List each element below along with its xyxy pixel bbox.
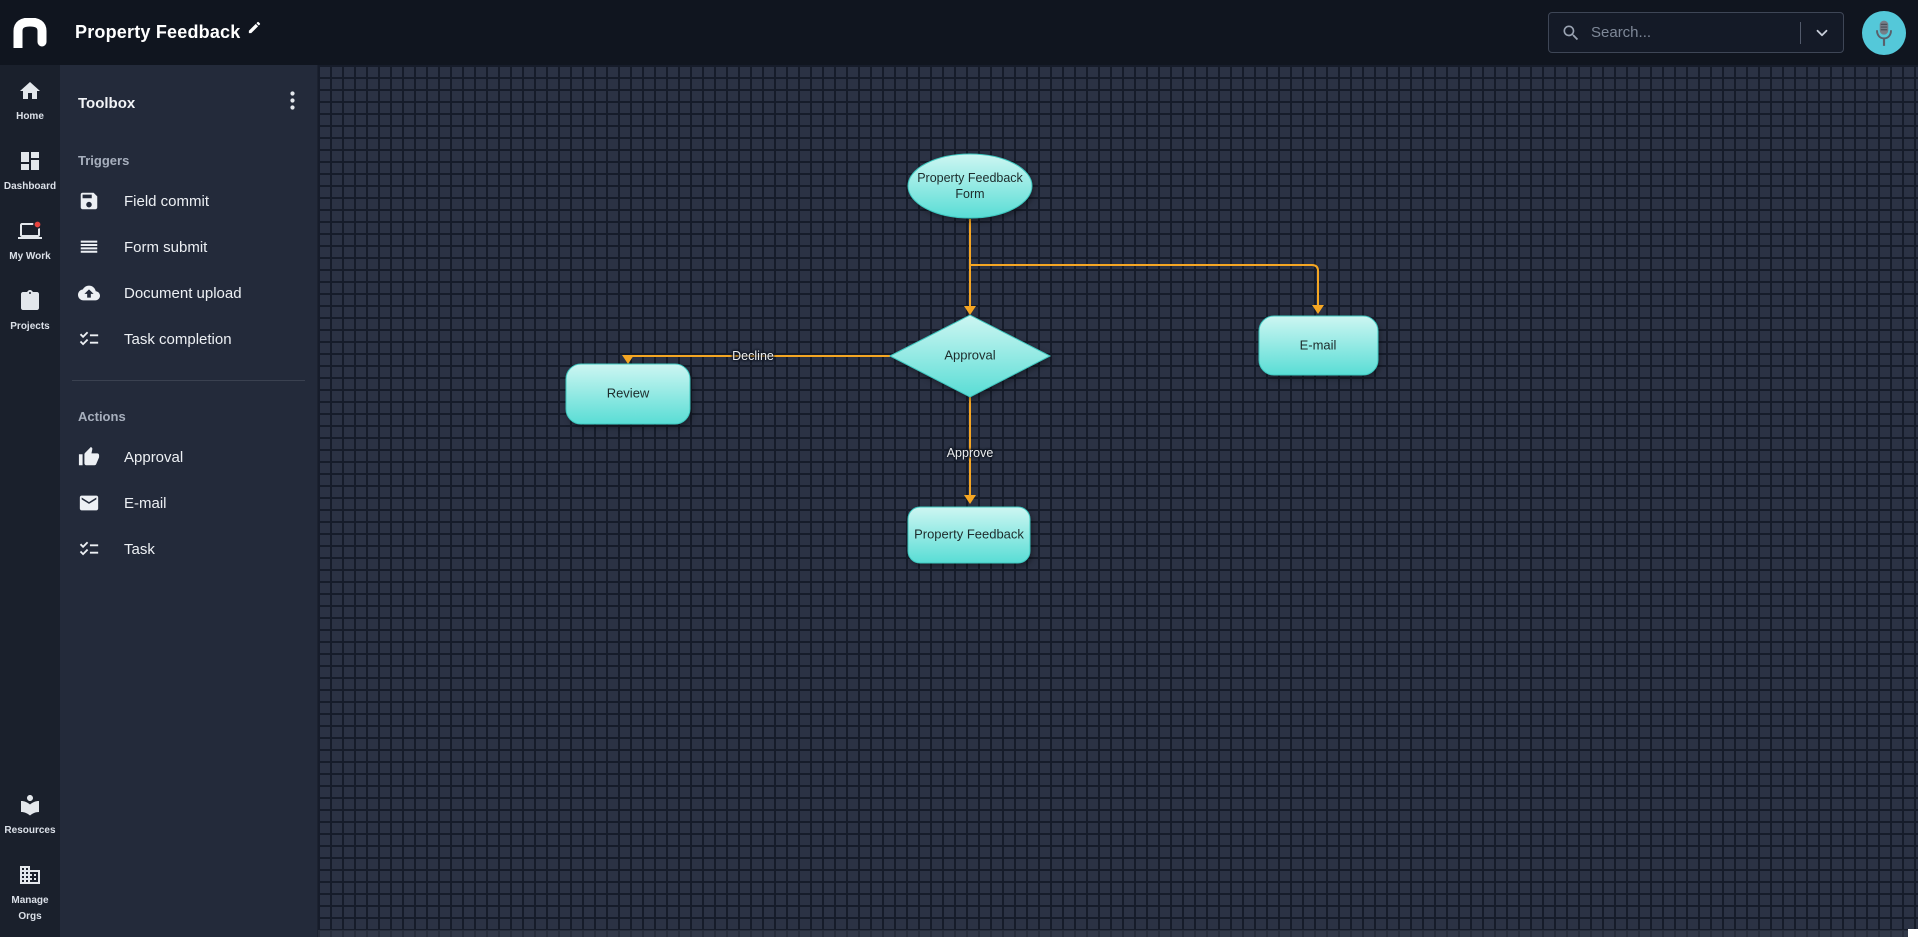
toolbox-section-triggers: Triggers xyxy=(78,153,130,168)
node-email-shape[interactable] xyxy=(1258,315,1379,376)
search-options-button[interactable] xyxy=(1811,22,1833,44)
tool-item-label: Task xyxy=(124,540,155,558)
toolbox-title: Toolbox xyxy=(78,94,136,112)
rail-item-resources[interactable]: Resources xyxy=(0,793,60,839)
topbar: Property Feedback xyxy=(0,0,1918,65)
rail-item-label: Projects xyxy=(10,321,50,332)
building-icon xyxy=(20,866,40,884)
arrowhead-into-review xyxy=(622,355,634,364)
laptop-icon xyxy=(18,220,42,239)
clipboard-icon xyxy=(21,290,39,310)
logo-arch-icon xyxy=(13,17,47,48)
cloud-upload-icon xyxy=(78,285,100,301)
tool-item-label: E-mail xyxy=(124,494,167,512)
page-title: Property Feedback xyxy=(75,22,241,42)
search-icon xyxy=(1563,25,1579,40)
title-wrap: Property Feedback xyxy=(75,20,262,43)
rail-item-label: Manage Orgs xyxy=(11,895,49,922)
arrowhead-into-property-feedback xyxy=(964,495,976,504)
left-rail: Home Dashboard My Work Projects Resource… xyxy=(0,65,60,937)
node-start-shape[interactable] xyxy=(907,153,1033,219)
rail-item-manage-orgs[interactable]: Manage Orgs xyxy=(0,863,60,925)
edge-start-to-email[interactable] xyxy=(970,264,1319,305)
toolbox-panel: Toolbox Triggers Field commit Form submi… xyxy=(60,65,318,937)
envelope-icon xyxy=(79,495,99,511)
edit-title-pencil-icon[interactable] xyxy=(247,20,262,40)
save-icon xyxy=(80,192,98,210)
rail-item-label: Home xyxy=(16,111,44,122)
tool-item-task-completion[interactable]: Task completion xyxy=(60,316,317,362)
toolbox-divider xyxy=(72,380,305,381)
rail-item-projects[interactable]: Projects xyxy=(0,289,60,335)
tool-item-email[interactable]: E-mail xyxy=(60,480,317,526)
edge-label-approve: Approve xyxy=(946,446,994,460)
rail-item-my-work[interactable]: My Work xyxy=(0,219,60,265)
tool-item-label: Document upload xyxy=(124,284,242,302)
tool-item-label: Task completion xyxy=(124,330,232,348)
search-divider xyxy=(1800,21,1801,44)
avatar[interactable] xyxy=(1862,10,1906,55)
topbar-right xyxy=(1548,10,1918,55)
library-icon xyxy=(21,795,39,816)
lines-icon xyxy=(80,240,98,253)
scrollbar-corner xyxy=(1908,929,1918,937)
tool-item-field-commit[interactable]: Field commit xyxy=(60,178,317,224)
tool-item-task[interactable]: Task xyxy=(60,526,317,572)
rail-item-label: My Work xyxy=(9,251,51,262)
dashboard-icon xyxy=(21,152,39,170)
microphone-icon xyxy=(1876,20,1892,46)
toolbox-header: Toolbox xyxy=(60,65,317,125)
rail-item-label: Resources xyxy=(4,825,56,836)
arrowhead-into-email xyxy=(1312,305,1324,314)
rail-item-dashboard[interactable]: Dashboard xyxy=(0,149,60,195)
toolbox-menu-button[interactable] xyxy=(284,87,301,119)
tool-item-label: Field commit xyxy=(124,192,210,210)
chevron-down-icon xyxy=(1816,29,1828,36)
arrowhead-into-approval xyxy=(964,306,976,315)
edge-label-decline: Decline xyxy=(732,349,774,363)
tool-item-approval[interactable]: Approval xyxy=(60,434,317,480)
node-review-shape[interactable] xyxy=(565,363,691,425)
rail-item-home[interactable]: Home xyxy=(0,79,60,125)
checklist-icon xyxy=(79,541,99,556)
app-logo[interactable] xyxy=(0,17,60,48)
tool-item-form-submit[interactable]: Form submit xyxy=(60,224,317,270)
home-icon xyxy=(20,82,40,99)
toolbox-section-actions: Actions xyxy=(78,409,126,424)
tool-item-label: Approval xyxy=(124,448,184,466)
rail-item-label: Dashboard xyxy=(3,181,57,192)
kebab-icon xyxy=(290,91,295,110)
search-input[interactable] xyxy=(1591,24,1790,41)
tool-item-document-upload[interactable]: Document upload xyxy=(60,270,317,316)
horizontal-scrollbar[interactable] xyxy=(318,930,1908,937)
flow-diagram xyxy=(565,153,1379,564)
node-approval-shape[interactable] xyxy=(888,314,1052,398)
checklist-icon xyxy=(79,331,99,346)
tool-item-label: Form submit xyxy=(124,238,208,256)
thumb-up-icon xyxy=(78,446,100,466)
search-box xyxy=(1548,12,1844,53)
notification-dot xyxy=(33,220,42,229)
flow-canvas[interactable]: Property Feedback Form Approval Review E… xyxy=(318,65,1918,937)
node-property-feedback-shape[interactable] xyxy=(907,506,1031,564)
